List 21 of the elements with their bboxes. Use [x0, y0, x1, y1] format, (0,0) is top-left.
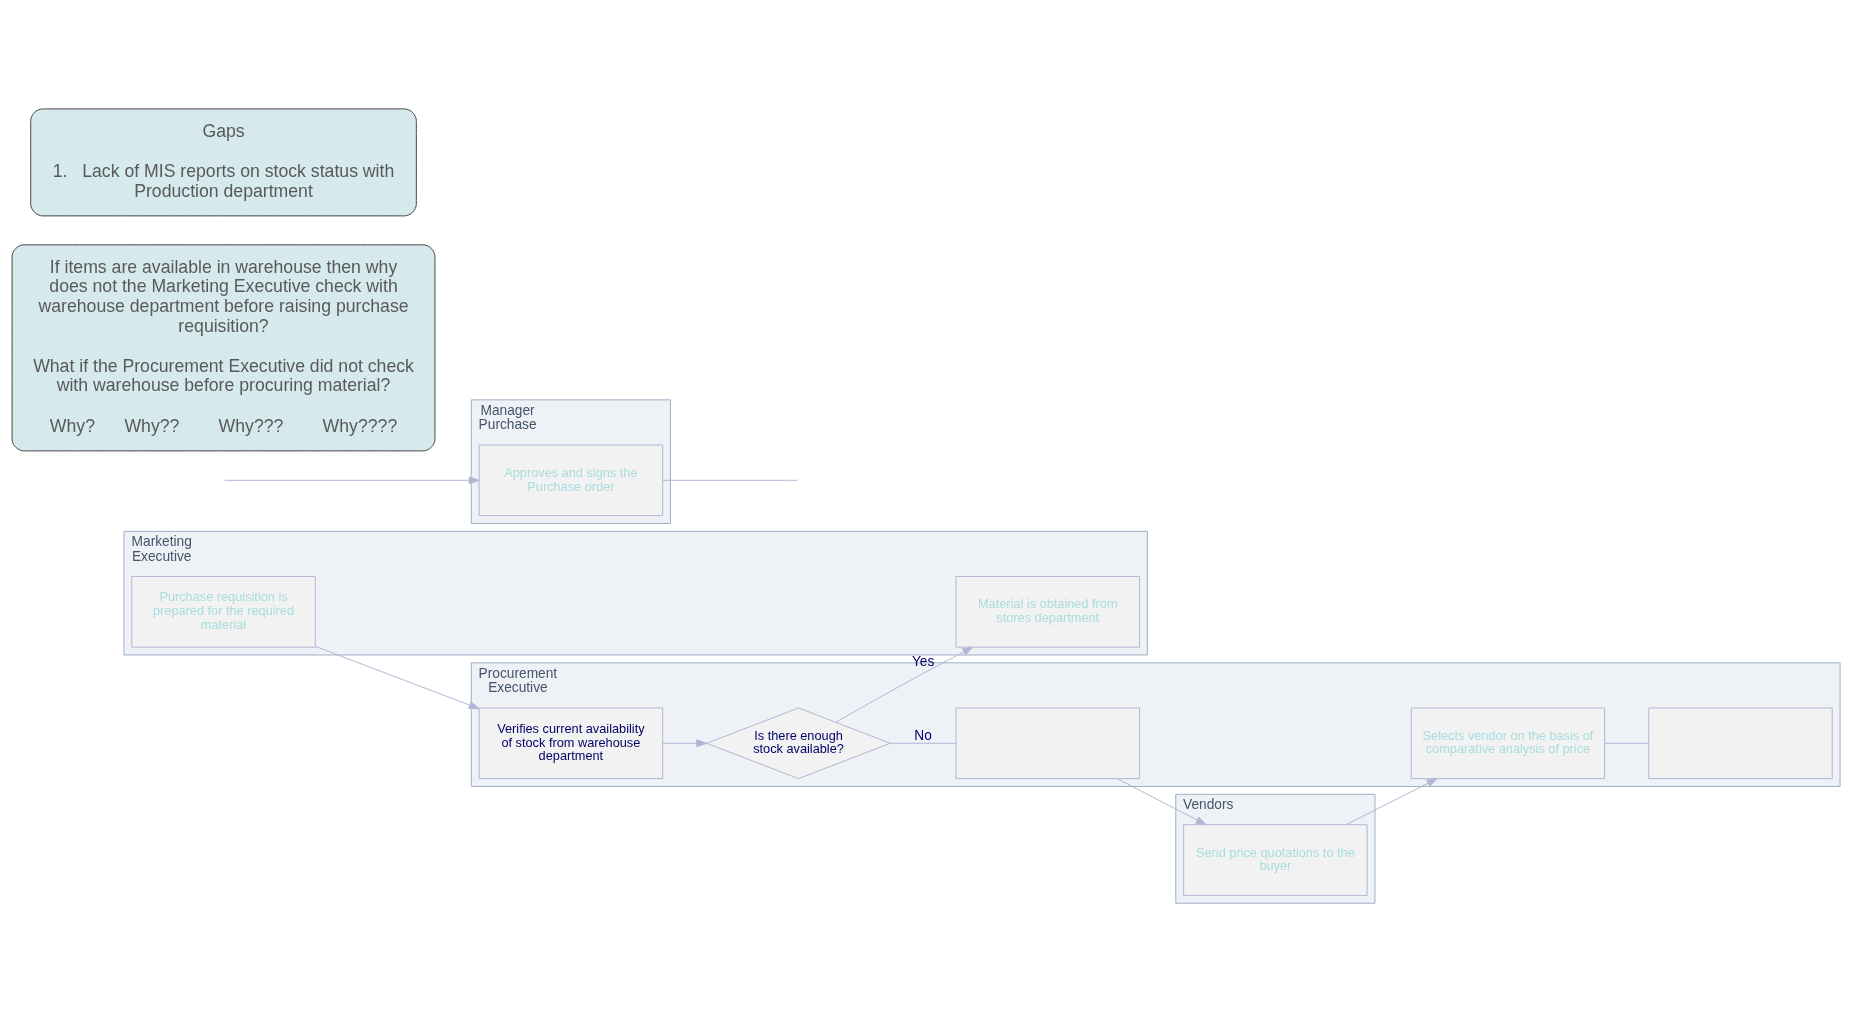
node-box: Purchase requisition is prepared for the required material	[131, 576, 316, 648]
node-box: Selects vendor on the basis of comparative analysis of price	[1410, 707, 1606, 780]
connector	[662, 479, 798, 481]
node-diamond: Is there enough stock available?	[706, 707, 891, 780]
node-box: Material is obtained from stores department	[955, 576, 1140, 648]
arrow	[662, 739, 708, 748]
node-box	[1648, 707, 1833, 780]
node-box: Send price quotations to the buyer	[1183, 824, 1368, 896]
node-box: Gaps 1. Lack of MIS reports on stock status with Production department	[30, 108, 417, 217]
node-box: If items are available in warehouse then why does not the Marketing Executive check with warehouse department before raising purchase requisition? What if the Procurement Executive did not check with warehouse before procuring material? Why? Why?? Why??? Why????	[11, 244, 436, 452]
arrow	[224, 476, 480, 485]
node-box: Approves and signs the Purchase order	[478, 444, 664, 517]
arrow	[1116, 778, 1207, 826]
node-box: Verifies current availability of stock from warehouse department	[478, 707, 664, 780]
arrow	[1345, 778, 1438, 826]
arrow	[835, 646, 974, 723]
connector	[890, 742, 957, 744]
arrow	[315, 646, 480, 710]
node-box	[955, 707, 1140, 780]
edge-label: No	[914, 727, 932, 743]
connector	[1604, 742, 1649, 744]
